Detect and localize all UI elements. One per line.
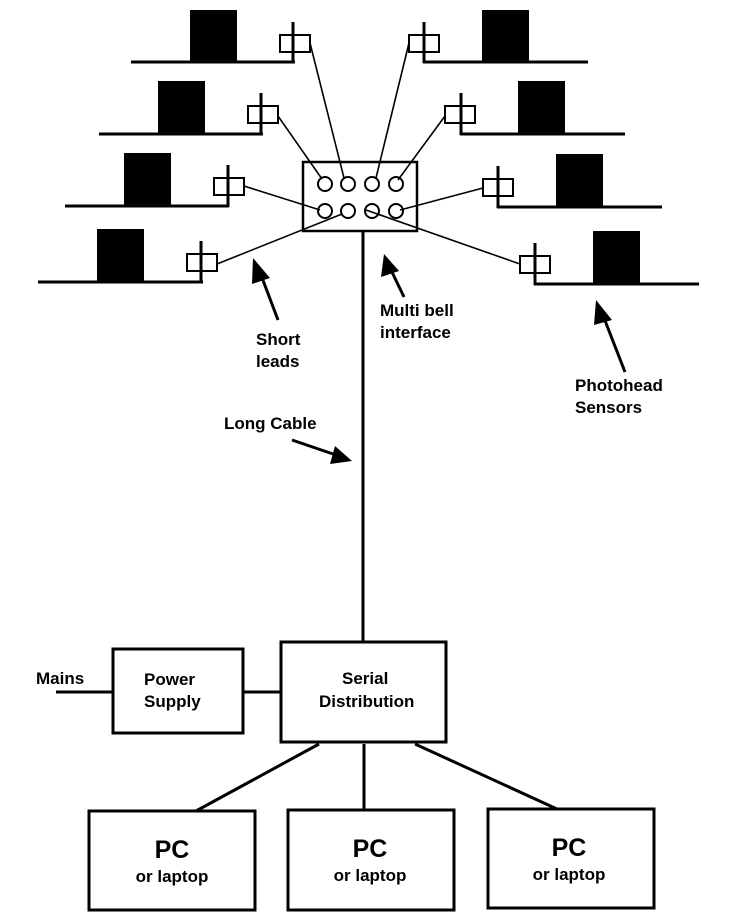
pc-subtitle: or laptop (533, 865, 606, 884)
bell-block (482, 10, 529, 62)
pc-subtitle: or laptop (136, 867, 209, 886)
label-short-leads-line1: Short (256, 330, 301, 349)
socket (317, 203, 333, 219)
serial-distribution-label-line1: Serial (342, 669, 388, 688)
label-long-cable: Long Cable (224, 414, 317, 433)
bell-left-2 (99, 81, 279, 136)
label-photohead-line1: Photohead (575, 376, 663, 395)
bell-left-4 (38, 229, 218, 284)
bell-block (97, 229, 144, 282)
pc-subtitle: or laptop (334, 866, 407, 885)
power-supply-label-line2: Supply (144, 692, 201, 711)
label-short-leads-line2: leads (256, 352, 299, 371)
photohead-sensor (186, 253, 218, 272)
bell-block (190, 10, 237, 62)
pc-box-1: PC or laptop (87, 809, 257, 912)
pc-title: PC (552, 834, 587, 862)
socket (364, 203, 380, 219)
pc-title: PC (353, 835, 388, 863)
label-photohead-line2: Sensors (575, 398, 642, 417)
bell-block (124, 153, 171, 206)
pc-title: PC (155, 836, 190, 864)
label-multi-bell-line1: Multi bell (380, 301, 454, 320)
pc-box-3: PC or laptop (486, 807, 656, 910)
socket (317, 176, 333, 192)
photohead-sensor (444, 105, 476, 124)
arrow-short-leads (252, 258, 280, 321)
socket (388, 176, 404, 192)
arrow-photohead-sensors (594, 300, 627, 373)
photohead-sensor (247, 105, 279, 124)
label-mains: Mains (36, 669, 84, 688)
bell-right-3 (482, 154, 662, 209)
pc-box-2: PC or laptop (286, 808, 456, 912)
bell-left-1 (131, 10, 311, 64)
pc-connections (195, 742, 558, 813)
serial-distribution-label-line2: Distribution (319, 692, 414, 711)
photohead-sensor (482, 178, 514, 197)
arrow-long-cable (291, 438, 352, 464)
multi-bell-interface-box (301, 160, 419, 233)
bell-block (556, 154, 603, 207)
socket (340, 176, 356, 192)
bell-block (158, 81, 205, 134)
bell-right-4 (519, 231, 699, 286)
label-multi-bell-line2: interface (380, 323, 451, 342)
socket (388, 203, 404, 219)
bell-left-3 (65, 153, 245, 208)
arrow-multi-bell-interface (381, 254, 406, 298)
short-leads (216, 42, 521, 265)
photohead-sensor (519, 255, 551, 274)
serial-distribution-box: Serial Distribution (279, 640, 448, 744)
bell-right-2 (444, 81, 625, 136)
socket (364, 176, 380, 192)
bell-block (593, 231, 640, 284)
power-supply-label-line1: Power (144, 670, 195, 689)
bell-block (518, 81, 565, 134)
socket (340, 203, 356, 219)
